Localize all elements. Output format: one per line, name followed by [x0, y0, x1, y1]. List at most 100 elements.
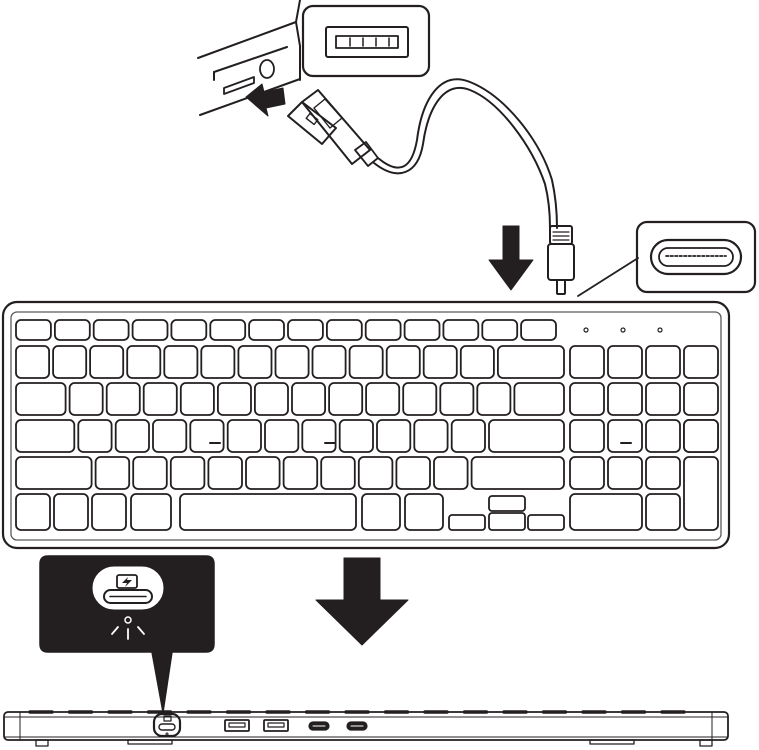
- arrow-left-key: [449, 515, 485, 530]
- keyboard-key: [153, 420, 186, 452]
- usb-a-port-icon: [303, 6, 429, 76]
- keyboard-key: [16, 420, 74, 452]
- insert-arrow-icon: [246, 84, 285, 116]
- numpad-key: [608, 457, 642, 489]
- numpad-key: [646, 346, 680, 378]
- keyboard-key: [377, 420, 410, 452]
- battery-charge-icon: [117, 575, 137, 588]
- keyboard-key: [181, 383, 214, 415]
- keyboard-key: [434, 457, 468, 489]
- keyboard-key: [396, 457, 430, 489]
- keyboard-key: [164, 346, 197, 378]
- keyboard-key: [265, 420, 298, 452]
- usb-c-plug-icon: [548, 226, 574, 294]
- numpad-key: [684, 383, 718, 415]
- keyboard-key: [340, 420, 373, 452]
- keyboard-key: [255, 383, 288, 415]
- keyboard-key: [201, 346, 234, 378]
- keyboard-key: [16, 457, 92, 489]
- numpad-key: [684, 420, 718, 452]
- keyboard-key: [16, 346, 49, 378]
- keyboard-key: [472, 457, 564, 489]
- keyboard-key: [498, 346, 564, 378]
- keyboard-side-view: [4, 712, 728, 746]
- keyboard-key: [440, 383, 473, 415]
- keyboard-key: [78, 420, 111, 452]
- keyboard-key: [133, 457, 167, 489]
- keyboard-top-view: [3, 302, 729, 548]
- numpad-key: [646, 494, 680, 530]
- keyboard-key: [292, 383, 325, 415]
- keyboard-key: [210, 320, 245, 340]
- arrow-right-key: [528, 515, 564, 530]
- keyboard-key: [452, 420, 485, 452]
- keyboard-key: [414, 420, 447, 452]
- numpad-keys: [570, 346, 718, 530]
- usb-cable: [374, 79, 557, 228]
- keyboard-key: [246, 457, 280, 489]
- keyboard-key: [366, 320, 401, 340]
- keyboard-key: [131, 494, 171, 530]
- down-arrow-icon: [489, 226, 533, 290]
- usb-a-plug-icon: [288, 90, 378, 166]
- numpad-key: [684, 457, 718, 530]
- keyboard-key: [94, 320, 129, 340]
- keyboard-key: [359, 457, 393, 489]
- keyboard-key: [443, 320, 478, 340]
- keyboard-key: [54, 494, 88, 530]
- keyboard-key: [127, 346, 160, 378]
- keyboard-key: [284, 457, 318, 489]
- keyboard-key: [521, 320, 556, 340]
- charge-callout: [40, 556, 214, 712]
- keyboard-key: [482, 320, 517, 340]
- numpad-key: [570, 420, 604, 452]
- numpad-key: [570, 457, 604, 489]
- keyboard-key: [403, 383, 436, 415]
- numpad-key: [608, 420, 642, 452]
- keyboard-key: [92, 494, 126, 530]
- down-arrow-icon: [316, 558, 408, 645]
- keyboard-key: [133, 320, 168, 340]
- keyboard-key: [350, 346, 383, 378]
- numpad-key: [608, 346, 642, 378]
- keyboard-key: [171, 457, 205, 489]
- numpad-key: [684, 346, 718, 378]
- arrow-up-key: [489, 496, 525, 511]
- keyboard-key: [405, 494, 443, 530]
- usb-c-port-icon: [578, 222, 755, 296]
- keyboard-key: [327, 320, 362, 340]
- keyboard-key: [489, 420, 564, 452]
- numpad-key: [570, 383, 604, 415]
- keyboard-key: [190, 420, 223, 452]
- keyboard-key: [514, 383, 564, 415]
- keyboard-key: [90, 346, 123, 378]
- indicator-led: [658, 328, 662, 332]
- keyboard-key: [276, 346, 309, 378]
- keyboard-key: [228, 420, 261, 452]
- numpad-key: [646, 383, 680, 415]
- indicator-led: [621, 328, 625, 332]
- main-keys: [16, 320, 564, 530]
- keyboard-key: [313, 346, 346, 378]
- keyboard-key: [144, 383, 177, 415]
- keyboard-key: [238, 346, 271, 378]
- keyboard-key: [477, 383, 510, 415]
- keyboard-key: [366, 383, 399, 415]
- keyboard-key: [249, 320, 284, 340]
- keyboard-key: [288, 320, 323, 340]
- numpad-key: [646, 457, 680, 489]
- keyboard-key: [107, 383, 140, 415]
- keyboard-key: [70, 383, 103, 415]
- keyboard-key: [16, 494, 50, 530]
- keyboard-key: [329, 383, 362, 415]
- keyboard-key: [461, 346, 494, 378]
- keyboard-key: [171, 320, 206, 340]
- keyboard-key: [405, 320, 440, 340]
- keyboard-key: [302, 420, 335, 452]
- numpad-key: [570, 494, 642, 530]
- keyboard-key: [96, 457, 130, 489]
- keyboard-key: [424, 346, 457, 378]
- keyboard-key: [116, 420, 149, 452]
